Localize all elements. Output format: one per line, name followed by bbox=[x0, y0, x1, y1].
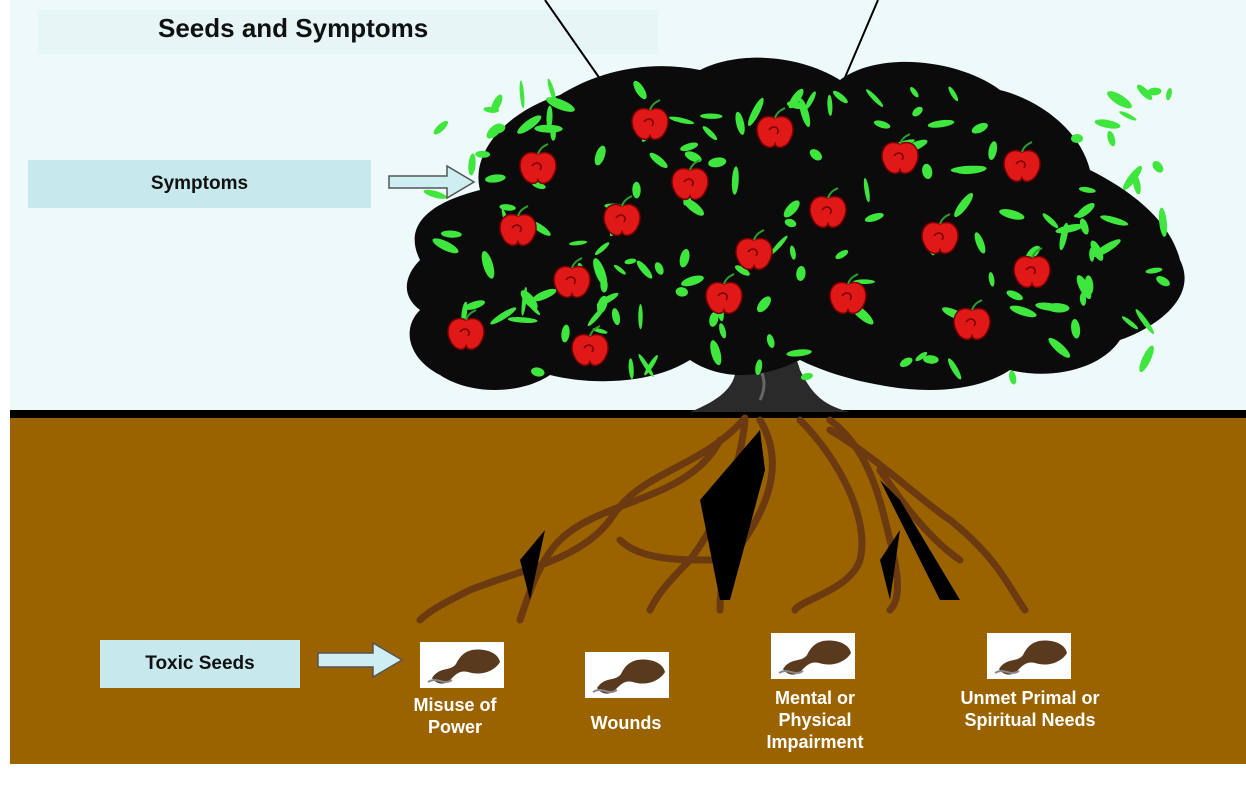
tree-canopy bbox=[407, 58, 1185, 390]
seed-caption-unmet-primal-or-spiritual-needs: Unmet Primal or Spiritual Needs bbox=[955, 687, 1105, 731]
seed-icon bbox=[987, 633, 1071, 679]
leaf-icon bbox=[1137, 344, 1157, 374]
pointer-line-left bbox=[545, 0, 605, 86]
leaf-icon bbox=[1094, 118, 1121, 131]
seed-caption-mental-or-physical-impairment: Mental or Physical Impairment bbox=[748, 687, 882, 753]
arrow-right-icon bbox=[318, 643, 402, 677]
leaf-icon bbox=[423, 188, 448, 201]
symptoms-label: Symptoms bbox=[28, 160, 371, 208]
seed-caption-misuse-of-power: Misuse of Power bbox=[400, 694, 510, 738]
leaf-icon bbox=[1106, 130, 1117, 147]
seed-icon bbox=[585, 652, 669, 698]
leaf-icon bbox=[638, 304, 642, 329]
toxic-seeds-label: Toxic Seeds bbox=[100, 640, 300, 688]
leaf-icon bbox=[1118, 110, 1137, 122]
leaf-icon bbox=[1008, 370, 1017, 385]
leaf-icon bbox=[1120, 164, 1144, 192]
leaf-icon bbox=[1165, 87, 1173, 100]
leaf-icon bbox=[1150, 159, 1165, 175]
seed-icon bbox=[420, 642, 504, 688]
seed-icon bbox=[771, 633, 855, 679]
leaf-icon bbox=[432, 119, 450, 137]
seed-caption-wounds: Wounds bbox=[566, 712, 686, 734]
leaf-icon bbox=[1105, 88, 1134, 111]
leaf-icon bbox=[467, 153, 476, 176]
leaf-icon bbox=[519, 80, 526, 108]
